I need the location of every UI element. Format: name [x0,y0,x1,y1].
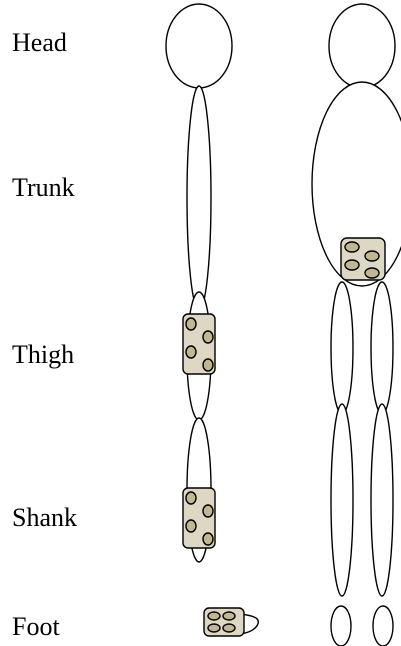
sensor-dot [203,533,213,545]
sensor-dot [345,242,359,252]
sensor-dot [345,260,359,270]
foot-sensor-icon [204,608,244,636]
sensor-dot [186,318,196,330]
sensor-dot [203,359,213,371]
sensor-dot [203,331,213,343]
front-left-thigh-segment [331,282,353,414]
front-left-shank-segment [331,404,353,596]
shank-sensor-icon [183,488,215,548]
sensor-dot [208,612,220,620]
sensor-dot [208,624,220,632]
side-view-figure [166,4,258,636]
front-left-foot-segment [331,606,351,646]
front-head-segment [329,4,395,88]
sensor-dot [223,624,235,632]
front-right-thigh-segment [371,282,393,414]
side-trunk-segment [187,86,211,310]
sensor-dot [186,346,196,358]
sensor-dot [365,251,379,261]
trunk-sensor-icon [341,238,385,280]
front-right-shank-segment [371,404,393,596]
front-view-figure [312,4,401,646]
front-right-foot-segment [373,606,393,646]
sensor-dot [203,505,213,517]
side-head-segment [166,4,232,88]
sensor-dot [365,268,379,278]
thigh-sensor-icon [183,314,215,374]
sensor-dot [186,492,196,504]
sensor-dot [186,520,196,532]
foot-sensor-body [204,608,244,636]
sensor-dot [223,612,235,620]
